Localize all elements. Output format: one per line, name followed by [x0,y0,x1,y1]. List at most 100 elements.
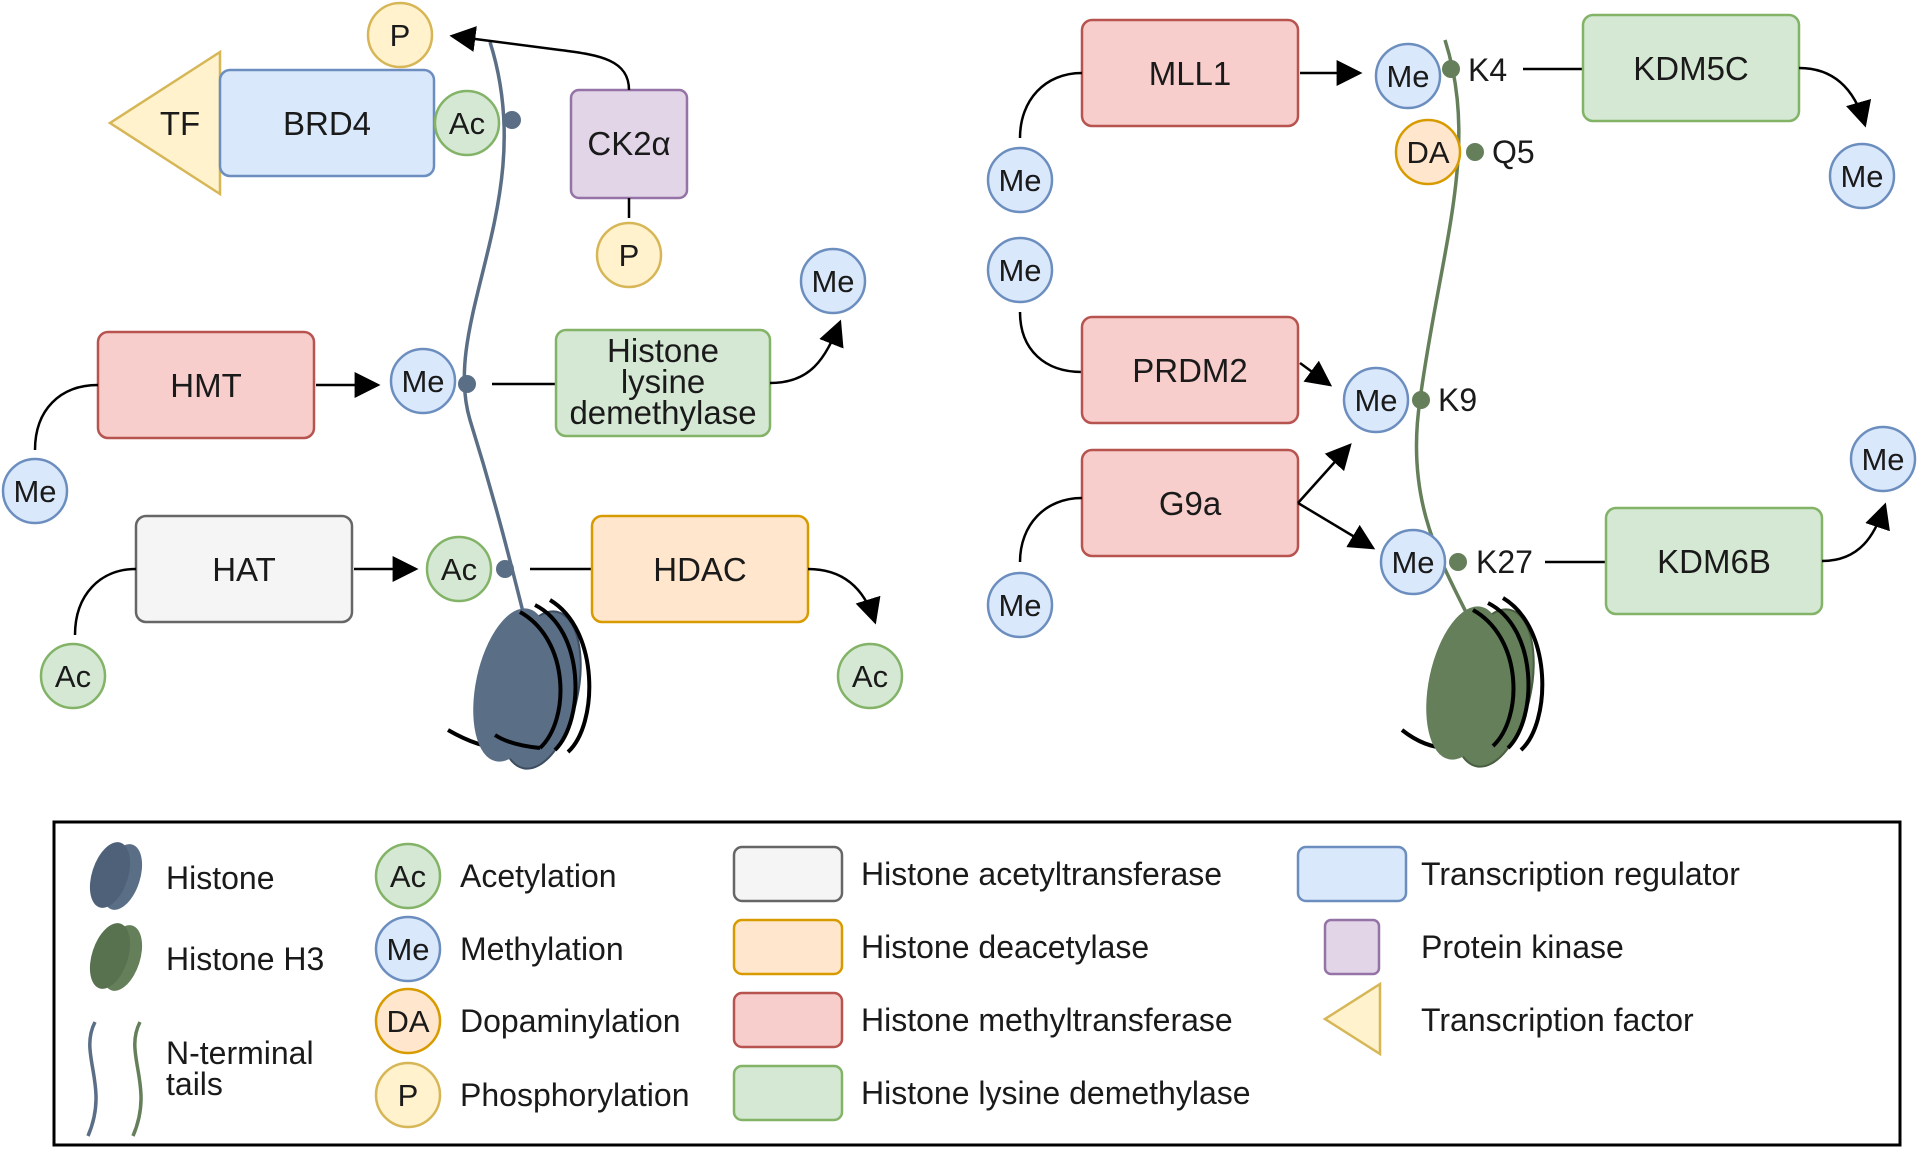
k9-methylation-mark [1342,366,1410,434]
legend-frame [52,820,1902,1147]
removed-methylation-label: Me [811,264,854,299]
g9a-methyl-donor-label: Me [998,588,1041,623]
acetylation-site-mark [425,535,493,603]
g9a-arrow-k9 [1297,443,1352,504]
mll1-donor-curve [1018,71,1083,139]
legend-hmt-icon [732,991,844,1049]
prdm2-donor-curve [1018,311,1083,374]
methylation-donor [1,457,69,525]
acetylation-site-label: Ac [441,552,477,587]
legend-hat-label: Histone acetyltransferase [861,856,1222,892]
legend-demethylase-label: Histone lysine demethylase [861,1075,1251,1111]
q5-dopaminylation-mark [1394,118,1462,186]
ck2a-label: CK2α [587,125,670,162]
legend-hdac-icon [732,918,844,976]
legend-me-icon [374,915,442,983]
prdm2-methyl-donor [986,236,1054,304]
methylation-mark [389,347,457,415]
k27-label: K27 [1476,544,1533,580]
q5-label: Q5 [1492,134,1535,170]
me-site-dot [458,375,476,393]
legend-ac-icon [374,842,442,910]
legend-tf-label: Transcription factor [1421,1002,1694,1038]
legend-histone [89,842,143,910]
removed-acetylation-mark [836,642,904,710]
brd4-label: BRD4 [283,105,371,142]
ck2a-phosphorylation-label: P [619,238,640,273]
hdac-arrow [807,567,881,625]
kdm6b-removed-methylation-label: Me [1861,442,1904,477]
legend-tail-h3 [131,1021,143,1137]
g9a-methyl-donor [986,571,1054,639]
legend: Histone Histone H3 N-terminal tails Ac A… [52,820,1902,1147]
k27-methylation-mark [1379,528,1447,596]
legend-histone-label: Histone [166,860,275,896]
histone-nucleosome [447,598,592,770]
kdm5c-removed-methylation-label: Me [1840,159,1883,194]
legend-tail-histone [86,1021,98,1137]
g9a-label: G9a [1159,485,1222,522]
phosphorylation-mark [366,1,434,69]
demethylase-label-line1: Histone [607,332,719,369]
methylation-donor-label: Me [13,474,56,509]
legend-me-abbr: Me [386,932,429,967]
mll1-methyl-donor [986,146,1054,214]
legend-hat-icon [732,845,844,903]
k9-label: K9 [1438,382,1477,418]
q5-dopaminylation-label: DA [1406,135,1449,170]
mll1-methyl-donor-label: Me [998,163,1041,198]
hmt-donor-curve [33,383,99,451]
ac-site-dot-top [503,111,521,129]
ck2a-phosphorylation-arrow [449,26,631,91]
q5-site-dot [1466,143,1484,161]
prdm2-methyl-donor-label: Me [998,253,1041,288]
legend-tf-icon [1322,981,1382,1057]
demethylase-arrow [769,319,844,385]
legend-histone-h3 [89,923,143,991]
kdm6b-removed-methylation [1849,425,1917,493]
g9a-donor-curve [1018,496,1083,563]
prdm2-box [1080,315,1300,425]
demethylase-label-line3: demethylase [569,394,756,431]
legend-da-icon [374,987,442,1055]
acetyl-donor [39,642,107,710]
prdm2-arrow [1299,360,1333,387]
legend-hmt-label: Histone methyltransferase [861,1002,1233,1038]
methylation-mark-label: Me [401,364,444,399]
legend-p-icon [374,1061,442,1129]
k4-site-dot [1442,60,1460,78]
kdm6b-label: KDM6B [1657,543,1771,580]
k4-label: K4 [1468,52,1507,88]
legend-kinase-label: Protein kinase [1421,929,1624,965]
k9-site-dot [1412,391,1430,409]
ac-site-dot-bottom [496,560,514,578]
k4-methylation-mark [1374,42,1442,110]
k27-site-dot [1449,553,1467,571]
legend-p-abbr: P [398,1078,419,1113]
legend-tails-label-line1: N-terminal [166,1035,314,1071]
legend-histone-h3-label: Histone H3 [166,941,324,977]
phosphorylation-mark-label: P [390,18,411,53]
kdm5c-arrow [1798,66,1872,128]
kdm5c-label: KDM5C [1633,50,1749,87]
histone-h3-nucleosome [1400,596,1545,768]
legend-da-abbr: DA [386,1004,429,1039]
g9a-arrow-k27 [1297,501,1376,550]
acetylation-mark [433,89,501,157]
legend-hdac-label: Histone deacetylase [861,929,1149,965]
removed-acetylation-label: Ac [852,659,888,694]
right-panel: K4 Q5 K9 K27 MLL1 Me Me DA KDM5C Me Me P… [986,13,1917,768]
legend-demethylase-icon [732,1064,844,1122]
kdm5c-removed-methylation [1828,142,1896,210]
kdm6b-arrow [1821,502,1890,563]
mll1-label: MLL1 [1149,55,1232,92]
legend-tails-label-line2: tails [166,1066,223,1102]
removed-methylation-mark [799,247,867,315]
legend-regulator-label: Transcription regulator [1421,856,1740,892]
legend-me-label: Methylation [460,931,624,967]
acetyl-donor-label: Ac [55,659,91,694]
hmt-label: HMT [170,367,241,404]
demethylase-label-line2: lysine [621,363,705,400]
legend-regulator-icon [1296,845,1408,903]
